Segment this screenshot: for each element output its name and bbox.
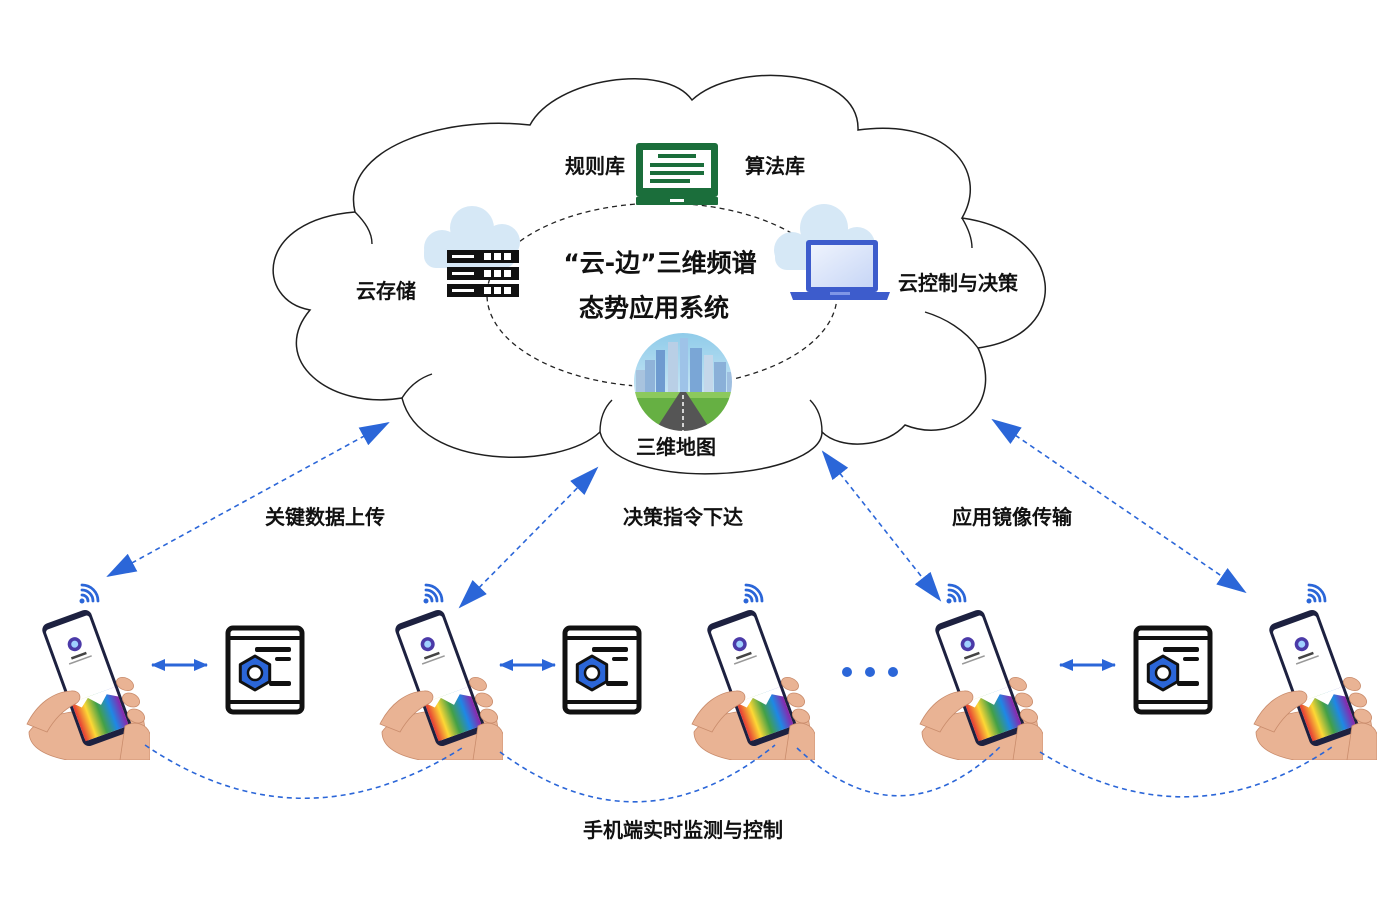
- edge-device-icon: [1136, 628, 1210, 712]
- upload-link-arrow: [106, 422, 390, 577]
- phone-in-hand-icon: [691, 607, 815, 760]
- upload-link-label: 关键数据上传: [265, 505, 385, 529]
- rule-library-label: 规则库: [565, 154, 625, 178]
- wifi-icon: [78, 583, 100, 604]
- command-link-arrow: [458, 466, 599, 609]
- command-link-arrow-2: [821, 450, 942, 602]
- cloud-storage-label: 云存储: [356, 279, 416, 303]
- system-title-line1: “云-边”三维频谱: [563, 249, 756, 278]
- wifi-icon: [422, 583, 444, 604]
- cloud-edge-links: 关键数据上传 决策指令下达 应用镜像传输: [106, 418, 1247, 609]
- cloud-outline: [272, 74, 1046, 475]
- monitor-icon: [636, 143, 718, 205]
- laptop-icon: [774, 204, 890, 300]
- edge-device-icon: [565, 628, 639, 712]
- phone-in-hand-icon: [919, 607, 1043, 760]
- wifi-icon: [742, 583, 764, 604]
- command-link-label: 决策指令下达: [623, 505, 743, 529]
- ellipsis-icon: [842, 667, 898, 677]
- system-title-line2: 态势应用系统: [579, 294, 729, 323]
- phone-in-hand-icon: [1253, 607, 1377, 760]
- map-3d-label: 三维地图: [636, 435, 716, 459]
- phone-in-hand-icon: [26, 607, 150, 760]
- image-transfer-link-arrow: [991, 418, 1247, 594]
- algorithm-library-label: 算法库: [745, 154, 805, 178]
- server-rack-icon: [424, 206, 520, 297]
- phone-interconnect-curves: [144, 744, 1336, 803]
- image-transfer-link-label: 应用镜像传输: [952, 505, 1073, 529]
- phone-in-hand-icon: [379, 607, 503, 760]
- wifi-icon: [945, 583, 967, 604]
- city-map-icon: [632, 331, 734, 433]
- cloud-system: 规则库 算法库: [272, 74, 1046, 475]
- edge-layer: 手机端实时监测与控制: [26, 583, 1377, 842]
- cloud-folds: [354, 211, 979, 433]
- mobile-monitoring-label: 手机端实时监测与控制: [583, 818, 783, 842]
- wifi-icon: [1305, 583, 1327, 604]
- edge-device-icon: [228, 628, 302, 712]
- cloud-control-label: 云控制与决策: [898, 271, 1019, 295]
